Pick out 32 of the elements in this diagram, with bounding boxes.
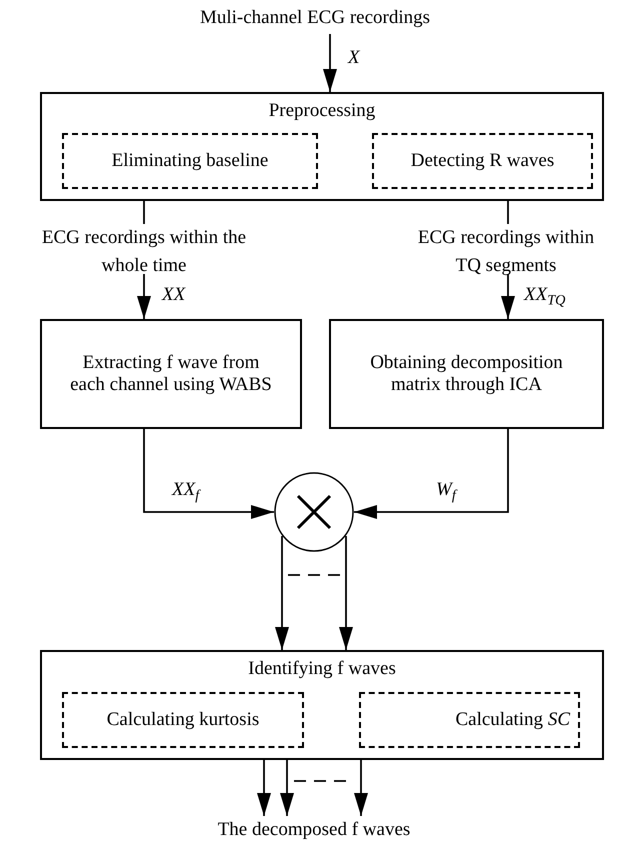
process-box xyxy=(40,319,302,429)
box-label: Calculating SC xyxy=(454,709,570,731)
box-label: Calculating kurtosis xyxy=(106,709,260,731)
arrow xyxy=(257,760,271,816)
node-text: ECG recordings within TQ segments xyxy=(404,224,608,274)
process-box xyxy=(40,92,604,201)
arrow xyxy=(275,536,289,650)
box-title: Identifying f waves xyxy=(248,658,396,680)
box-label: Extracting f wave from each channel using WABS xyxy=(69,352,273,396)
node-text: Muli-channel ECG recordings xyxy=(170,4,460,34)
arrow xyxy=(354,760,368,816)
arrow xyxy=(354,429,509,519)
process-box xyxy=(40,650,604,760)
arrow xyxy=(143,429,274,519)
arrow xyxy=(501,274,515,319)
node-text: ECG recordings within the whole time xyxy=(26,224,262,274)
sub-step-box xyxy=(372,133,593,189)
arrow xyxy=(280,760,294,816)
edge-label: XX xyxy=(162,285,186,304)
process-box xyxy=(329,319,604,429)
box-title: Preprocessing xyxy=(268,100,376,122)
arrow xyxy=(339,536,353,650)
box-label: Detecting R waves xyxy=(410,150,554,172)
edge-label: X xyxy=(348,48,360,67)
node-text: The decomposed f waves xyxy=(164,816,464,844)
sub-step-box xyxy=(62,133,318,189)
box-label: Eliminating baseline xyxy=(112,150,268,172)
arrow xyxy=(137,274,151,319)
sub-step-box xyxy=(359,692,580,748)
arrow xyxy=(323,34,337,92)
box-label: Obtaining decomposition matrix through ICA xyxy=(369,352,564,396)
sub-step-box xyxy=(62,692,304,748)
